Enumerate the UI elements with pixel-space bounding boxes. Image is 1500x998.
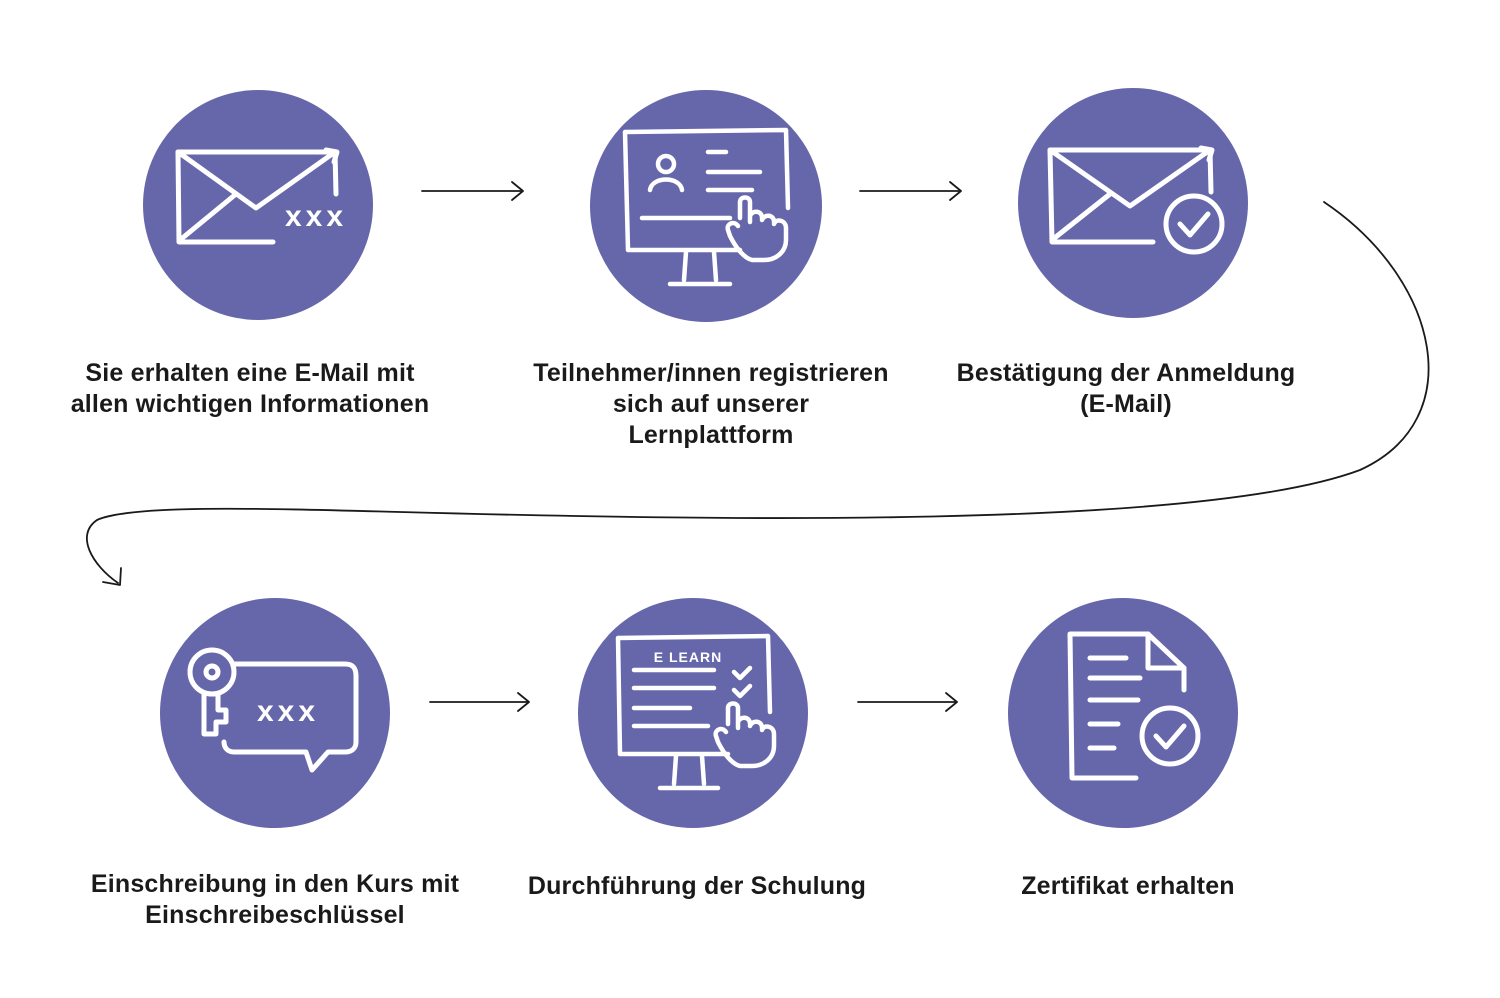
- arrow-step-2-to-3: [859, 181, 962, 201]
- envelope-check-icon: [1047, 145, 1225, 255]
- step-2-circle: [590, 90, 822, 322]
- step-6-circle: [1008, 598, 1238, 828]
- password-mask-text: xxx: [257, 695, 319, 728]
- arrow-step-5-to-6: [857, 692, 958, 712]
- elearn-text: E LEARN: [654, 649, 722, 665]
- step-6-label: Zertifikat erhalten: [1021, 872, 1235, 900]
- step-3-circle: [1018, 88, 1248, 318]
- arrow-step-1-to-2: [421, 181, 524, 201]
- password-mask-text: xxx: [285, 200, 347, 233]
- step-4-label: Einschreibung in den Kurs mit Einschreib…: [90, 870, 460, 929]
- step-1-label: Sie erhalten eine E-Mail mit allen wicht…: [70, 359, 430, 418]
- step-3-label: Bestätigung der Anmeldung (E-Mail): [956, 359, 1296, 418]
- step-5-circle: E LEARN: [578, 598, 808, 828]
- envelope-password-icon: xxx: [175, 147, 347, 245]
- monitor-register-icon: [622, 127, 791, 287]
- step-4-circle: xxx: [160, 598, 390, 828]
- step-5-label: Durchführung der Schulung: [527, 872, 867, 900]
- arrow-step-4-to-5: [429, 692, 530, 712]
- step-1-circle: xxx: [143, 90, 373, 320]
- certificate-check-icon: [1067, 631, 1201, 781]
- step-2-label: Teilnehmer/innen registrieren sich auf u…: [533, 359, 889, 449]
- arrow-step-3-to-4: [86, 201, 1430, 586]
- monitor-elearn-icon: E LEARN: [615, 633, 777, 791]
- key-chat-password-icon: xxx: [187, 647, 359, 773]
